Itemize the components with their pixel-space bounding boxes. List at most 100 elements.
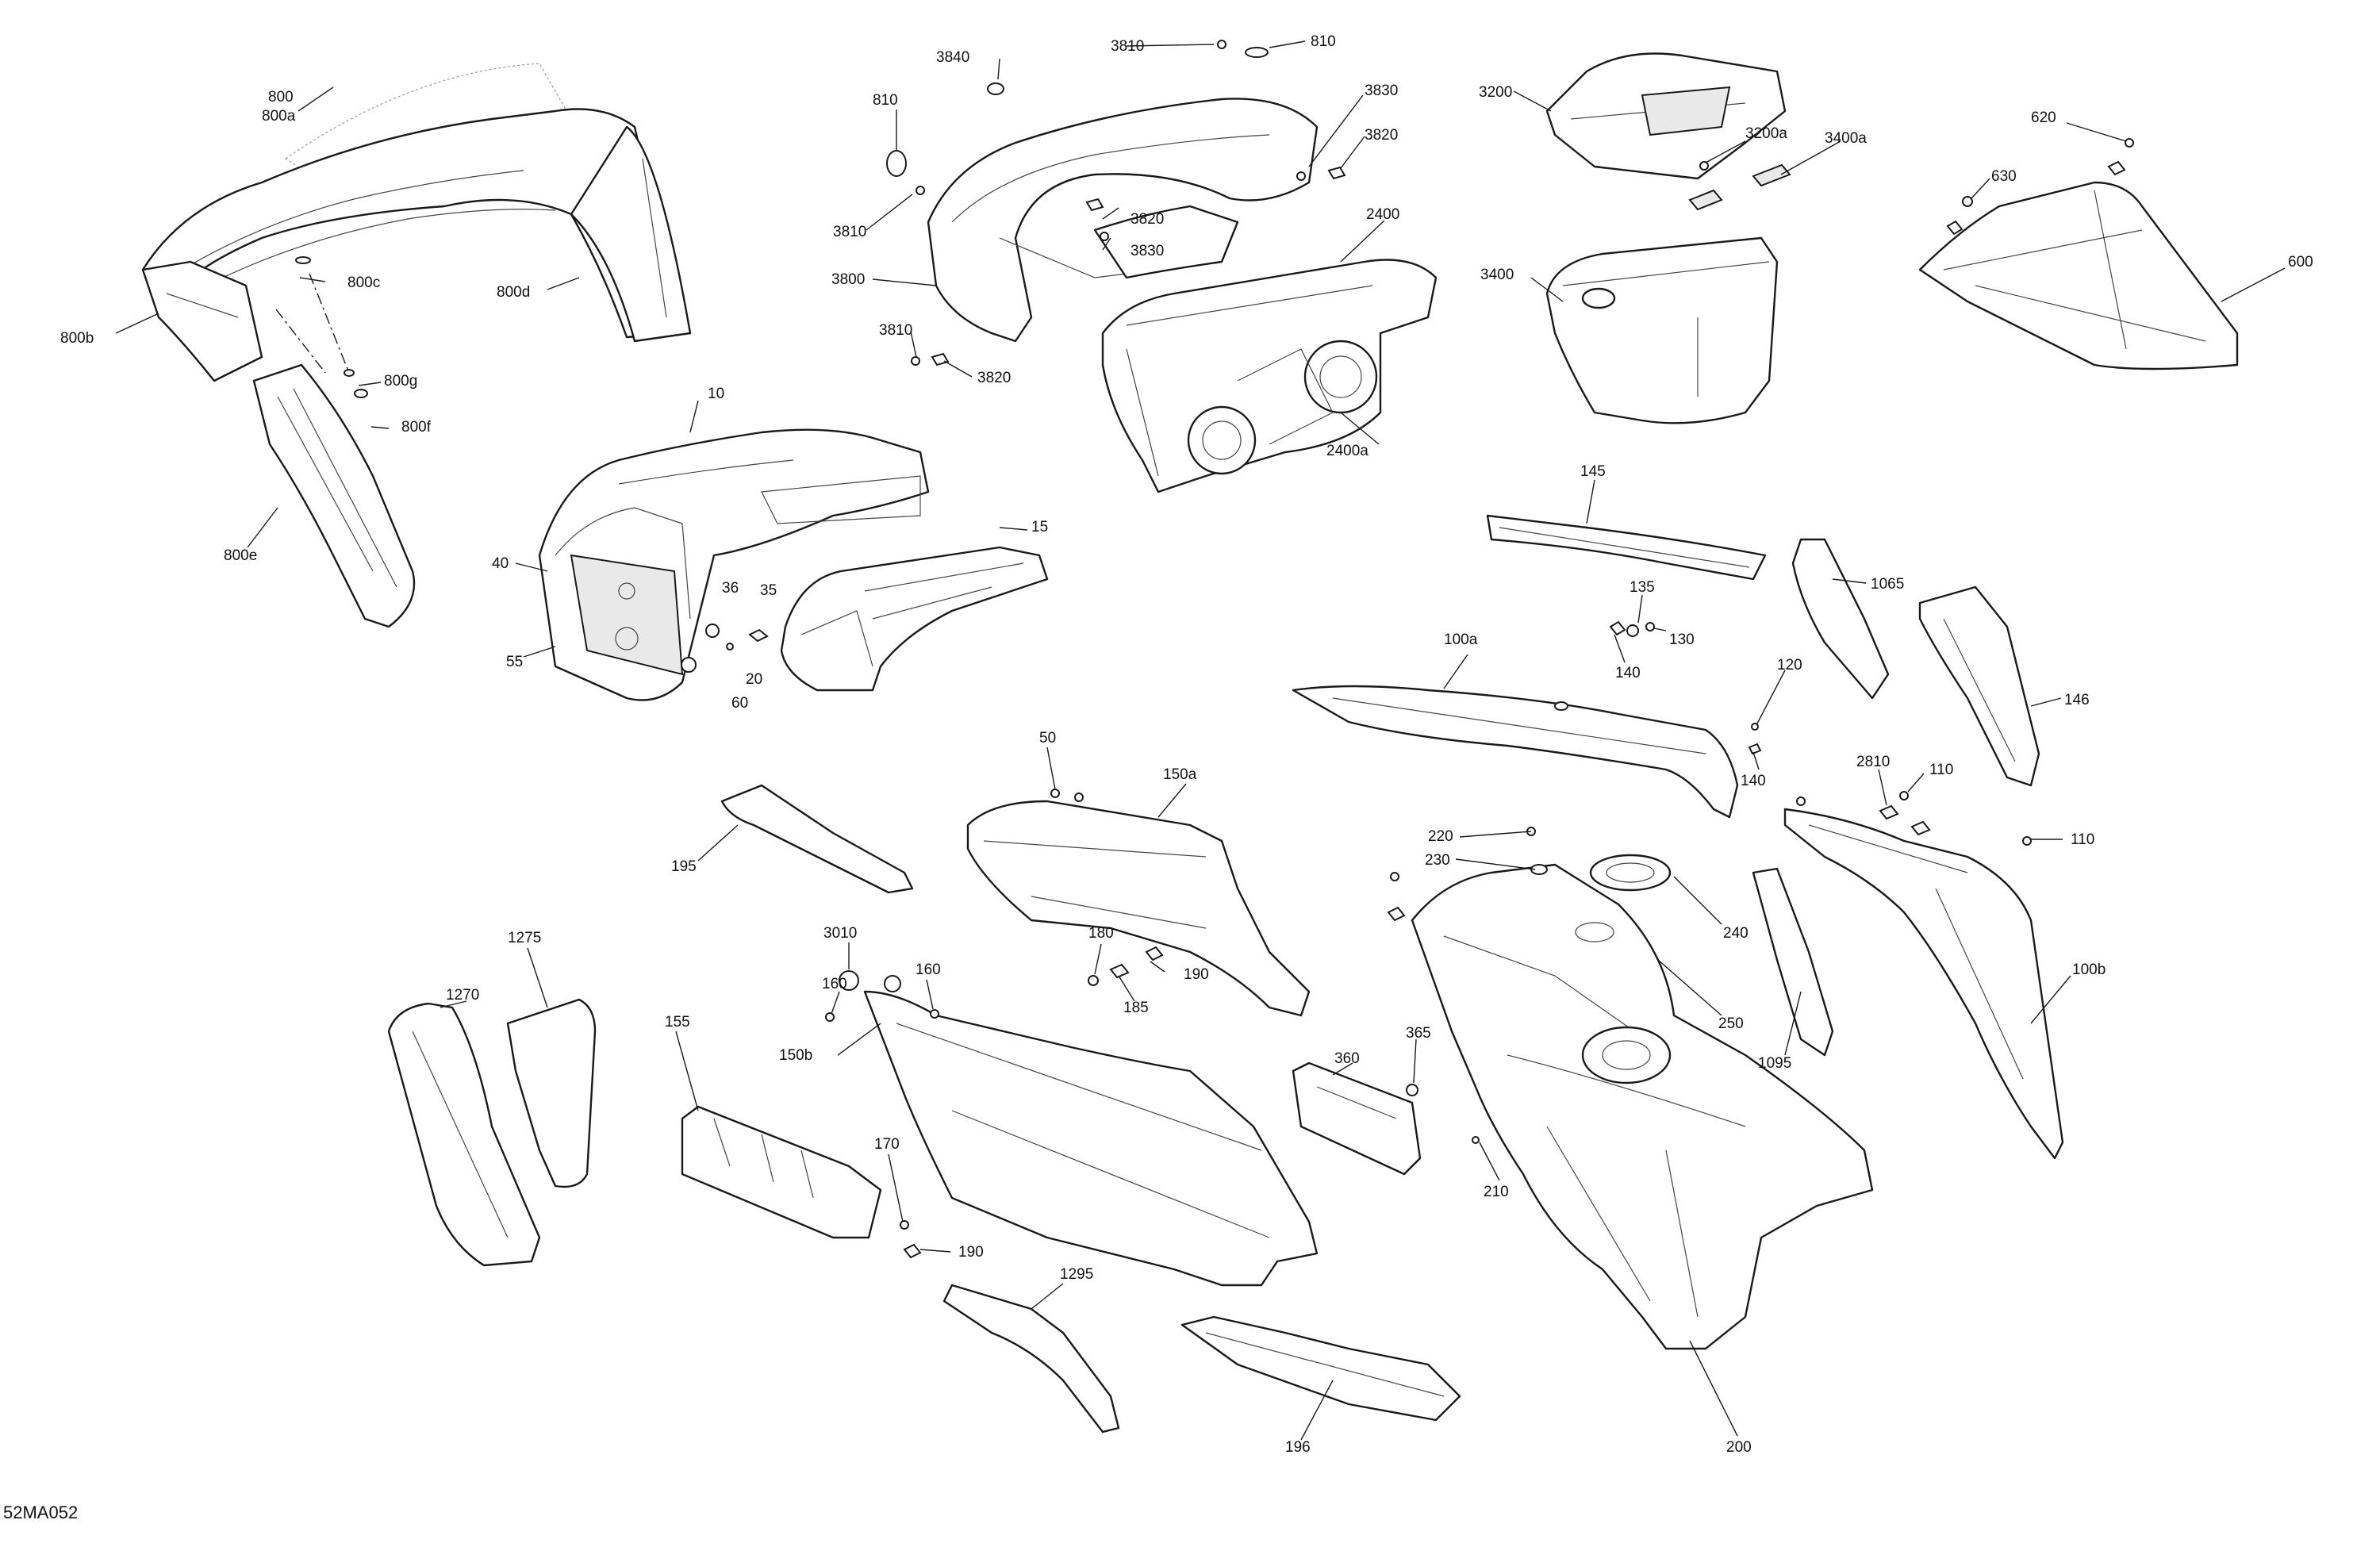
callout-185: 185 xyxy=(1123,1000,1149,1016)
side-panel-150b xyxy=(825,970,1319,1287)
callout-110-upper: 110 xyxy=(1929,762,1953,778)
leader-lines xyxy=(115,40,2286,1441)
callout-630: 630 xyxy=(1991,168,2017,185)
callout-620: 620 xyxy=(2031,109,2056,126)
trim-195 xyxy=(720,784,914,894)
callout-3200: 3200 xyxy=(1479,84,1512,101)
callout-3830-mid: 3830 xyxy=(1130,243,1164,259)
callout-20: 20 xyxy=(746,671,762,688)
callout-55: 55 xyxy=(506,654,523,670)
trim-1095 xyxy=(1752,867,1834,1057)
callout-800c: 800c xyxy=(347,274,380,291)
callout-3800: 3800 xyxy=(831,271,865,288)
trim-1065 xyxy=(1791,538,1890,700)
callout-365: 365 xyxy=(1406,1025,1431,1042)
callout-36: 36 xyxy=(722,580,739,597)
callout-1295: 1295 xyxy=(1060,1266,1093,1283)
side-panel-800e xyxy=(252,363,416,628)
upper-frame-3800 xyxy=(886,40,1346,367)
strip-145 xyxy=(1486,514,1767,581)
callout-3010: 3010 xyxy=(823,925,857,942)
reference-code: 52MA052 xyxy=(3,1503,78,1522)
callout-150b: 150b xyxy=(779,1047,812,1064)
side-panel-150a xyxy=(966,789,1311,1017)
callout-2400: 2400 xyxy=(1366,206,1399,223)
callout-170: 170 xyxy=(874,1136,900,1153)
callout-145: 145 xyxy=(1580,463,1606,480)
callout-210: 210 xyxy=(1484,1184,1509,1200)
callout-150a: 150a xyxy=(1163,766,1197,783)
callout-100b: 100b xyxy=(2072,961,2106,978)
callout-3810-mid: 3810 xyxy=(833,224,866,240)
callout-3830-top: 3830 xyxy=(1365,83,1398,99)
callout-135: 135 xyxy=(1630,579,1655,596)
hardware-130-140 xyxy=(1609,620,1762,755)
callout-810-left: 810 xyxy=(873,92,898,109)
side-panel-100a xyxy=(1292,685,1739,819)
callout-200: 200 xyxy=(1726,1439,1752,1456)
bracket-360 xyxy=(1292,1061,1422,1176)
callout-2810: 2810 xyxy=(1856,754,1890,770)
callout-1065: 1065 xyxy=(1871,576,1904,593)
callout-800g: 800g xyxy=(384,373,417,390)
callout-3400a: 3400a xyxy=(1825,130,1867,147)
callout-250: 250 xyxy=(1718,1015,1744,1032)
callout-60: 60 xyxy=(731,695,748,712)
callout-800a: 800a xyxy=(262,108,296,125)
callout-3400: 3400 xyxy=(1480,267,1514,283)
callout-360: 360 xyxy=(1334,1050,1360,1067)
callout-155: 155 xyxy=(665,1014,690,1031)
trim-1295 xyxy=(942,1284,1120,1434)
callout-800f: 800f xyxy=(401,419,432,436)
glovebox-lid-3200 xyxy=(1545,52,1787,180)
callout-50: 50 xyxy=(1039,730,1056,747)
callout-labels: 800 800a 800c 800b 800d 800g 800f 800e 1… xyxy=(60,33,2313,1456)
callout-3810-low: 3810 xyxy=(879,322,912,339)
callout-800e: 800e xyxy=(224,547,257,564)
callout-800: 800 xyxy=(268,89,294,106)
callout-160-right: 160 xyxy=(916,961,941,978)
panel-1270 xyxy=(387,1002,541,1267)
callout-600: 600 xyxy=(2288,254,2313,271)
callout-3810-top: 3810 xyxy=(1111,38,1144,55)
callout-195: 195 xyxy=(671,858,697,875)
central-body-200 xyxy=(1387,827,1874,1350)
callout-160-left: 160 xyxy=(822,976,847,992)
callout-110-lower: 110 xyxy=(2071,831,2094,848)
callout-35: 35 xyxy=(760,582,777,599)
callout-10: 10 xyxy=(708,386,724,402)
callout-3820-low: 3820 xyxy=(977,370,1011,386)
callout-196: 196 xyxy=(1285,1439,1311,1456)
callout-146: 146 xyxy=(2064,692,2090,708)
trim-146 xyxy=(1918,585,2040,787)
callout-15: 15 xyxy=(1031,519,1048,535)
panel-1275 xyxy=(506,998,597,1188)
callout-180: 180 xyxy=(1088,925,1114,942)
fasteners-800 xyxy=(295,256,368,398)
callout-1275: 1275 xyxy=(508,930,541,946)
callout-1270: 1270 xyxy=(446,987,479,1004)
trim-196 xyxy=(1180,1315,1461,1422)
callout-130: 130 xyxy=(1669,631,1695,648)
glovebox-3400 xyxy=(1545,161,1791,424)
callout-120: 120 xyxy=(1777,657,1802,674)
callout-1095: 1095 xyxy=(1758,1055,1791,1072)
callout-190-upper: 190 xyxy=(1184,966,1209,983)
callout-3820-top: 3820 xyxy=(1365,127,1398,144)
callout-3840: 3840 xyxy=(936,49,969,66)
callout-810-top: 810 xyxy=(1311,33,1336,50)
fasteners-10 xyxy=(681,624,769,673)
callout-240: 240 xyxy=(1723,925,1749,942)
callout-2400a: 2400a xyxy=(1326,443,1368,459)
callout-40: 40 xyxy=(492,555,509,572)
callout-800b: 800b xyxy=(60,330,94,347)
hardware-180-190 xyxy=(1088,946,1164,986)
rear-bracket-600 xyxy=(1918,138,2239,370)
callout-190-lower: 190 xyxy=(958,1244,984,1261)
headlamp-assembly-2400 xyxy=(1101,259,1438,493)
callout-100a: 100a xyxy=(1444,631,1478,648)
callout-140-left: 140 xyxy=(1615,665,1641,681)
headlight-bracket-15 xyxy=(780,546,1049,692)
side-panel-100b xyxy=(1783,791,2064,1160)
